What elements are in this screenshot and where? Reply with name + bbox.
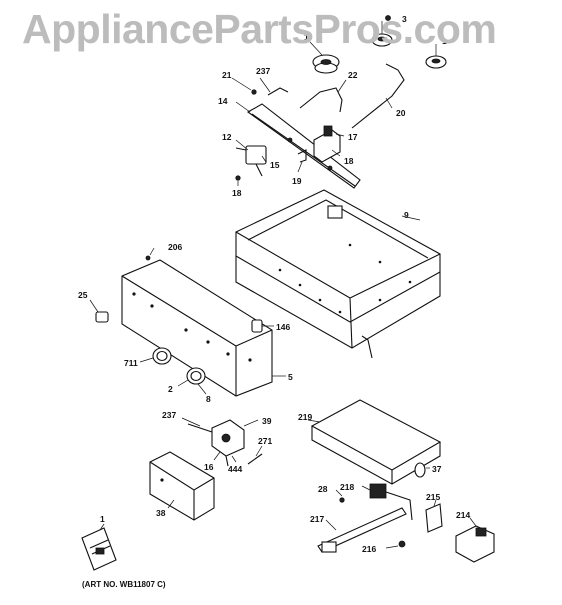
callout-25: 25: [78, 290, 88, 300]
valve-cover[interactable]: [149, 451, 215, 521]
bracket-215[interactable]: [425, 503, 443, 533]
callout-14: 14: [218, 96, 228, 106]
callout-206: 206: [168, 242, 182, 252]
callout-217: 217: [310, 514, 324, 524]
burner-box[interactable]: [235, 189, 441, 359]
callout-216: 216: [362, 544, 376, 554]
callout-37: 37: [432, 464, 442, 474]
callout-1a: 1: [304, 32, 309, 42]
callout-5: 5: [288, 372, 293, 382]
callout-218: 218: [340, 482, 354, 492]
callout-20: 20: [396, 108, 406, 118]
callout-labels: 1 3 1 21 237 22 14 20 17 12 15 18 19 18 …: [78, 14, 470, 554]
callout-22: 22: [348, 70, 358, 80]
clip-25[interactable]: [95, 311, 109, 323]
callout-711: 711: [124, 358, 138, 368]
gas-valve[interactable]: [187, 419, 245, 467]
burner-head-right[interactable]: [425, 55, 447, 69]
callout-9: 9: [404, 210, 409, 220]
callout-214: 214: [456, 510, 470, 520]
control-knob[interactable]: [152, 347, 172, 365]
clip-37[interactable]: [414, 462, 426, 478]
callout-1b: 1: [442, 36, 447, 46]
orifice-271[interactable]: [247, 453, 263, 465]
valve-bracket[interactable]: [313, 125, 341, 163]
callout-237a: 237: [256, 66, 270, 76]
callout-146: 146: [276, 322, 290, 332]
screw-21[interactable]: [251, 89, 257, 95]
manifold-pipe[interactable]: [246, 103, 361, 189]
screw-28[interactable]: [339, 497, 345, 503]
leader-lines: [89, 21, 477, 549]
callout-18a: 18: [344, 156, 354, 166]
burner-tube-217[interactable]: [317, 507, 407, 553]
clip-146[interactable]: [251, 319, 263, 333]
callout-18b: 18: [232, 188, 242, 198]
screw-206[interactable]: [145, 255, 151, 261]
screw-top[interactable]: [385, 15, 391, 21]
igniter-218[interactable]: [369, 483, 413, 521]
callout-215: 215: [426, 492, 440, 502]
callout-2: 2: [168, 384, 173, 394]
callout-39: 39: [262, 416, 272, 426]
control-panel[interactable]: [121, 259, 273, 397]
orifice-237-top[interactable]: [267, 87, 289, 96]
callout-38: 38: [156, 508, 166, 518]
pressure-regulator[interactable]: [235, 145, 267, 177]
burner-head-left[interactable]: [312, 54, 340, 74]
callout-1c: 1: [100, 514, 105, 524]
callout-3: 3: [402, 14, 407, 24]
callout-12: 12: [222, 132, 232, 142]
callout-219: 219: [298, 412, 312, 422]
callout-16: 16: [204, 462, 214, 472]
nut-216[interactable]: [398, 540, 406, 548]
callout-21: 21: [222, 70, 232, 80]
control-knob-2[interactable]: [186, 367, 206, 385]
burner-shield[interactable]: [310, 399, 442, 485]
callout-28: 28: [318, 484, 328, 494]
callout-17: 17: [348, 132, 358, 142]
callout-19: 19: [292, 176, 302, 186]
callout-271: 271: [258, 436, 272, 446]
callout-15: 15: [270, 160, 280, 170]
art-number: (ART NO. WB11807 C): [82, 580, 166, 589]
literature-packet[interactable]: [81, 527, 117, 571]
spark-module[interactable]: [455, 525, 495, 563]
gas-tube-20[interactable]: [351, 63, 405, 129]
callout-237b: 237: [162, 410, 176, 420]
screw-18-left[interactable]: [235, 175, 241, 181]
clip-19[interactable]: [297, 149, 307, 163]
gas-tube-22[interactable]: [299, 87, 343, 113]
callout-444: 444: [228, 464, 242, 474]
burner-head-center[interactable]: [371, 33, 393, 47]
callout-8: 8: [206, 394, 211, 404]
